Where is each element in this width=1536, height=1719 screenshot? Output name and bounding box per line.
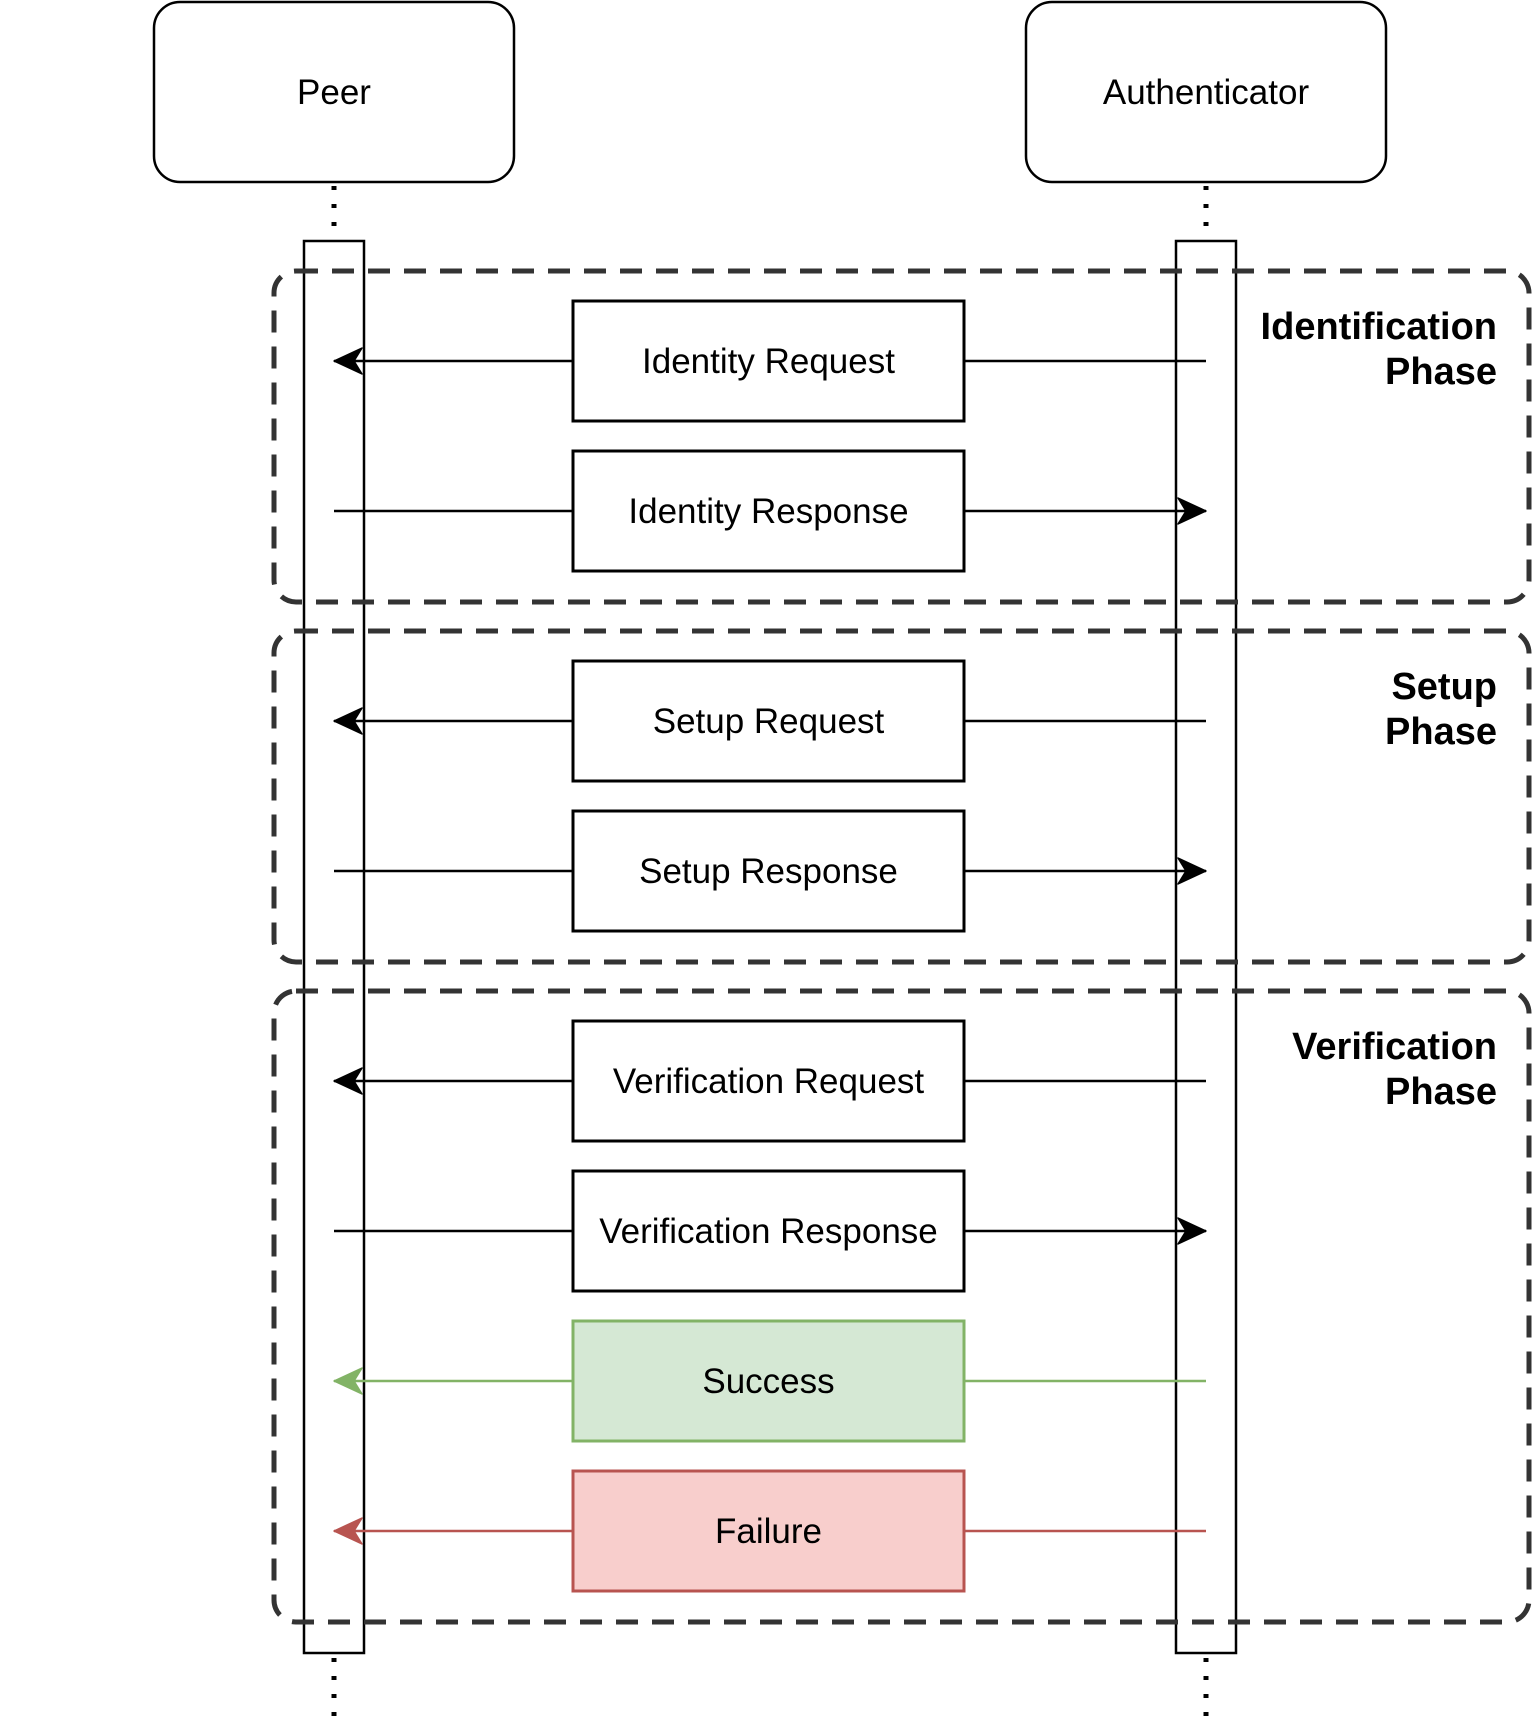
phase-frame [271, 988, 1532, 1625]
message-label: Identity Request [642, 342, 895, 381]
actor-authenticator-box [1024, 0, 1388, 184]
message-label: Verification Request [613, 1062, 925, 1101]
arrowhead-icon [333, 1067, 363, 1095]
message-success[interactable]: Success [333, 1319, 1206, 1443]
phase-title-line1: Setup [1391, 666, 1497, 708]
phase-frame [271, 628, 1532, 965]
arrowhead-icon [333, 1367, 363, 1395]
actor-peer-box [152, 0, 516, 184]
message-box [571, 449, 966, 573]
message-box [571, 299, 966, 423]
message-setup-request[interactable]: Setup Request [333, 659, 1206, 783]
phase-title-line2: Phase [1385, 711, 1497, 753]
message-label: Success [702, 1362, 834, 1401]
message-failure[interactable]: Failure [333, 1469, 1206, 1593]
message-box [571, 659, 966, 783]
actor-authenticator[interactable]: Authenticator [1024, 0, 1388, 184]
phase-frame [271, 268, 1532, 605]
arrowhead-icon [333, 347, 363, 375]
phase-title-line1: Verification [1292, 1026, 1497, 1068]
actor-peer[interactable]: Peer [152, 0, 516, 184]
message-box [571, 1169, 966, 1293]
authenticator-activation-bar [1174, 239, 1238, 1655]
phase-frames: IdentificationPhaseSetupPhaseVerificatio… [271, 268, 1532, 1625]
message-label: Failure [715, 1512, 822, 1551]
arrowhead-icon [333, 1517, 363, 1545]
message-box [571, 1469, 966, 1593]
arrowhead-icon [1177, 1217, 1207, 1245]
message-identity-request[interactable]: Identity Request [333, 299, 1206, 423]
actor-authenticator-label: Authenticator [1103, 73, 1310, 112]
message-box [571, 1319, 966, 1443]
message-label: Setup Request [653, 702, 885, 741]
phase-title-line2: Phase [1385, 351, 1497, 393]
phase-title-line1: Identification [1261, 306, 1497, 348]
arrowhead-icon [333, 707, 363, 735]
message-box [571, 1019, 966, 1143]
message-label: Verification Response [599, 1212, 938, 1251]
message-box [571, 809, 966, 933]
arrowhead-icon [1177, 497, 1207, 525]
message-verification-request[interactable]: Verification Request [333, 1019, 1206, 1143]
message-setup-response[interactable]: Setup Response [334, 809, 1207, 933]
message-verification-response[interactable]: Verification Response [334, 1169, 1207, 1293]
message-label: Setup Response [639, 852, 898, 891]
message-label: Identity Response [628, 492, 908, 531]
message-identity-response[interactable]: Identity Response [334, 449, 1207, 573]
phase-title-line2: Phase [1385, 1071, 1497, 1113]
arrowhead-icon [1177, 857, 1207, 885]
peer-activation-bar [302, 239, 366, 1655]
actor-peer-label: Peer [297, 73, 371, 112]
